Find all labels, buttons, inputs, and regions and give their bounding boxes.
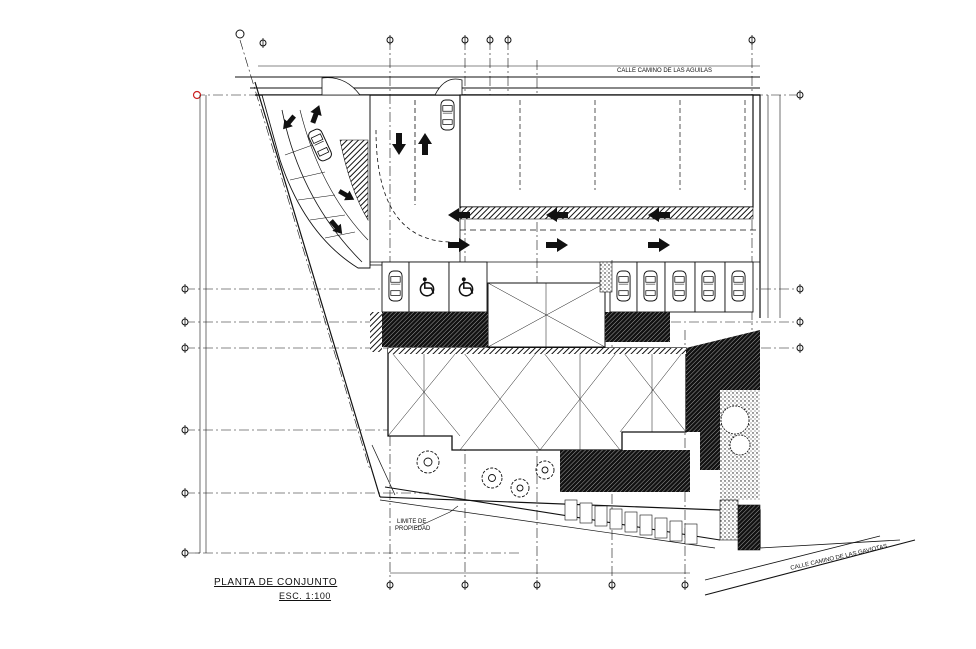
steps <box>564 499 761 551</box>
tree-icon <box>481 467 503 489</box>
property-limit-label-line2: PROPIEDAD <box>395 526 431 532</box>
drawing-scale: ESC. 1:100 <box>279 591 332 601</box>
drawing-title: PLANTA DE CONJUNTO <box>214 577 338 588</box>
hatch-zone <box>370 312 488 347</box>
leader-line <box>414 505 459 529</box>
hatch-zone <box>605 312 670 342</box>
street-top <box>235 76 760 96</box>
street-top-label: CALLE CAMINO DE LAS AGUILAS <box>617 68 713 74</box>
property-limit-label-line1: LIMITE DE <box>397 519 427 525</box>
central-module <box>487 261 613 348</box>
tree-icon <box>510 478 530 498</box>
tree-icon <box>416 450 440 474</box>
parking-right <box>609 261 754 313</box>
main-building <box>387 347 687 451</box>
ramp-area <box>261 77 463 269</box>
landscape-right <box>560 330 760 500</box>
dimension-lines <box>195 65 781 574</box>
trees <box>416 450 555 498</box>
axis-markers <box>181 29 804 590</box>
tree-icon <box>535 460 555 480</box>
parking-left <box>381 261 488 313</box>
top-building <box>459 94 754 220</box>
hatch-zone <box>370 312 382 352</box>
property-boundary-left <box>254 81 381 498</box>
